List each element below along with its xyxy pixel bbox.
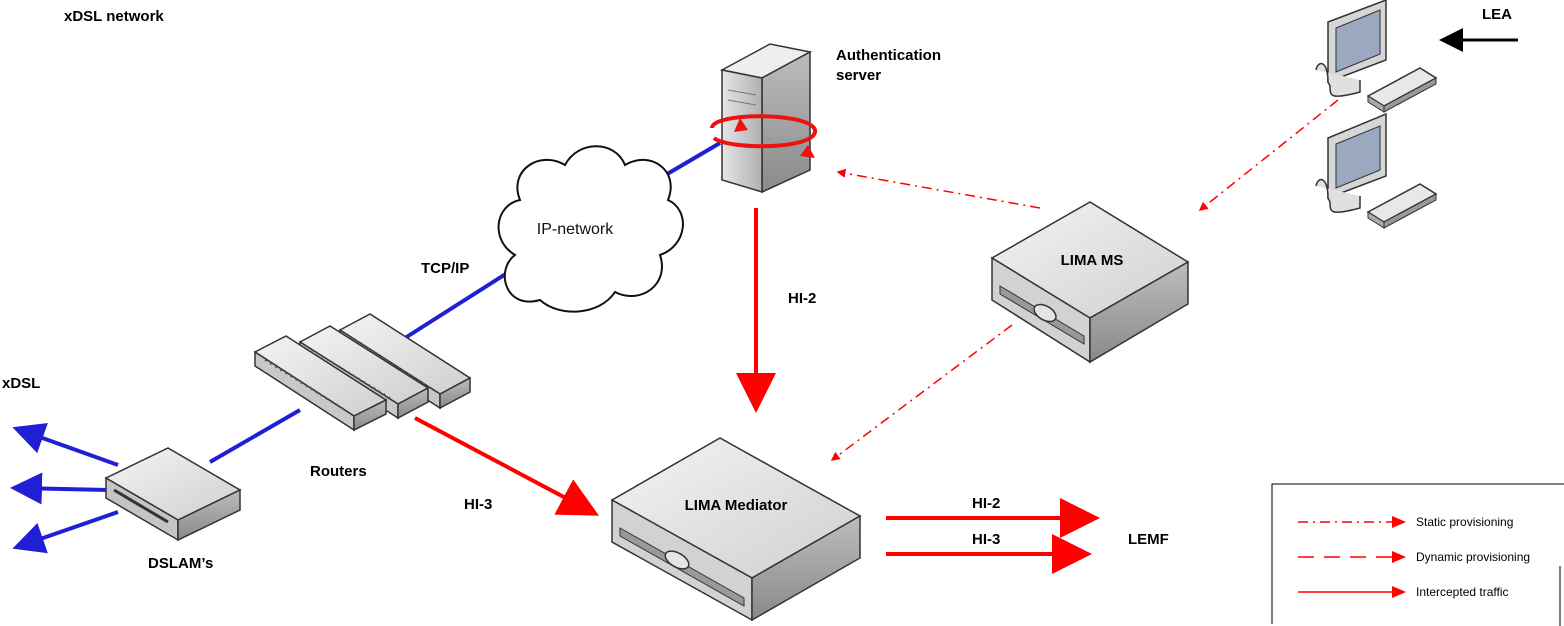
lea-label: LEA xyxy=(1482,6,1512,23)
lima-mediator-label: LIMA Mediator xyxy=(685,497,788,514)
prov-limams-to-auth xyxy=(836,168,1041,209)
hi2-vertical-label: HI-2 xyxy=(788,290,816,307)
dslam-icon xyxy=(104,447,242,542)
prov-lea-to-limams xyxy=(1198,99,1339,211)
lima-ms-icon: LIMA MS xyxy=(990,201,1190,364)
router-1 xyxy=(253,335,388,432)
link-dslam-xdsl-1 xyxy=(12,423,119,467)
prov-limams-to-mediator xyxy=(830,324,1013,461)
lea-workstation-1-icon xyxy=(1315,0,1438,113)
legend: Static provisioning Dynamic provisioning… xyxy=(1271,483,1564,626)
tcp-ip-label: TCP/IP xyxy=(421,260,469,277)
legend-item-intercepted: Intercepted traffic xyxy=(1298,585,1509,599)
lima-mediator-icon: LIMA Mediator xyxy=(610,437,862,622)
routers-label: Routers xyxy=(310,463,367,480)
hi3-left-label: HI-3 xyxy=(464,496,492,513)
legend-static-label: Static provisioning xyxy=(1416,515,1513,529)
ip-network-cloud: IP-network xyxy=(497,145,684,313)
lea-workstation-2-icon xyxy=(1315,112,1438,229)
legend-dynamic-label: Dynamic provisioning xyxy=(1416,550,1530,564)
dslams-label: DSLAM’s xyxy=(148,555,213,572)
link-ipnet-routers xyxy=(403,266,517,340)
auth-server-label-line2: server xyxy=(836,67,881,84)
routers-icon xyxy=(253,313,472,432)
link-dslam-xdsl-2 xyxy=(10,472,109,505)
hi2-out-label: HI-2 xyxy=(972,495,1000,512)
authentication-server-icon xyxy=(710,43,817,194)
legend-item-dynamic: Dynamic provisioning xyxy=(1298,550,1530,564)
traffic-routers-to-mediator xyxy=(414,416,600,516)
hi3-out-label: HI-3 xyxy=(972,531,1000,548)
lima-ms-label: LIMA MS xyxy=(1061,252,1124,269)
legend-item-static: Static provisioning xyxy=(1298,515,1513,529)
intercepted-traffic-links xyxy=(414,208,1100,574)
auth-server-label-line1: Authentication xyxy=(836,47,941,64)
xdsl-label: xDSL xyxy=(2,375,40,392)
static-provisioning-links xyxy=(830,99,1339,461)
lemf-label: LEMF xyxy=(1128,531,1169,548)
legend-intercepted-label: Intercepted traffic xyxy=(1416,585,1509,599)
diagram-title: xDSL network xyxy=(64,8,164,25)
link-routers-dslam xyxy=(208,408,302,464)
link-dslam-xdsl-3 xyxy=(12,510,119,554)
ip-network-label: IP-network xyxy=(537,221,614,238)
